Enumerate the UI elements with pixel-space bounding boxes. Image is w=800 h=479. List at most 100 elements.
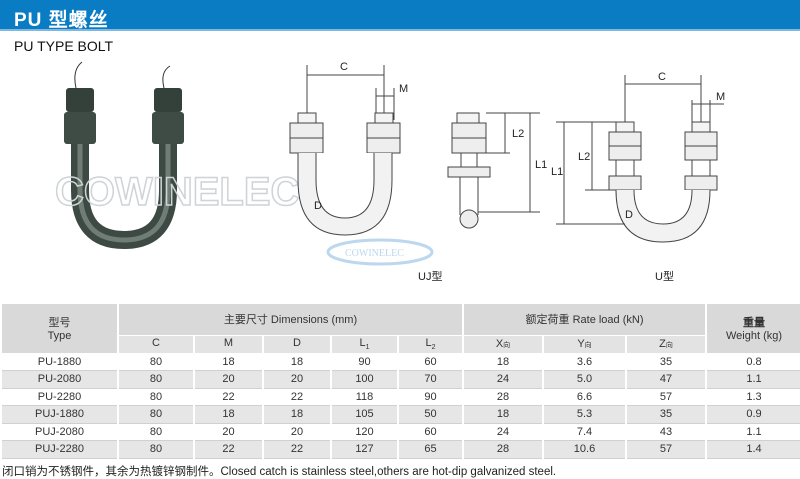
uj-l1-label: L1 [535,159,547,171]
table-cell: 60 [397,423,463,441]
table-cell: PU-1880 [0,353,118,371]
table-cell: 5.0 [542,370,626,388]
load-col-header: Z向 [624,335,707,354]
uj-d-label: D [314,200,322,212]
table-cell: 90 [330,353,398,371]
title-bar: PU 型螺丝 [0,0,800,31]
page-subtitle: PU TYPE BOLT [14,38,114,54]
uj-caption: UJ型 [418,269,442,283]
table-cell: 22 [262,440,331,458]
table-cell: 18 [193,353,263,371]
table-cell: 3.6 [542,353,626,371]
table-cell: 127 [330,440,398,458]
uj-c-label: C [340,61,348,73]
table-cell: 18 [193,405,263,423]
table-cell: 5.3 [542,405,626,423]
table-cell: 0.8 [705,353,800,371]
table-cell: 57 [624,440,707,458]
table-cell: 1.1 [705,423,800,441]
table-cell: 118 [330,388,398,406]
table-cell: 28 [462,440,543,458]
table-cell: 24 [462,370,543,388]
table-cell: PUJ-2280 [0,440,118,458]
watermark-text: COWINELEC [55,170,299,214]
uj-l2-label: L2 [512,128,524,140]
table-cell: 7.4 [542,423,626,441]
table-cell: 70 [397,370,463,388]
table-cell: PU-2280 [0,388,118,406]
table-cell: 10.6 [542,440,626,458]
table-cell: 6.6 [542,388,626,406]
table-cell: 18 [262,405,331,423]
table-cell: 20 [262,423,331,441]
dim-col-header: C [117,335,194,354]
watermark-logo: COWINELEC [345,248,404,259]
dimensions-header: 主要尺寸 Dimensions (mm) [117,304,463,336]
table-cell: 28 [462,388,543,406]
u-m-label: M [716,91,725,103]
table-cell: 24 [462,423,543,441]
table-cell: 1.4 [705,440,800,458]
table-cell: 80 [117,388,194,406]
figures: COWINELEC C M D L2 L1 UJ型 COWINELEC C M … [54,61,725,283]
load-col-header: Y向 [542,335,626,354]
table-cell: 18 [262,353,331,371]
table-cell: 0.9 [705,405,800,423]
dim-col-header: M [193,335,263,354]
table-cell: PUJ-2080 [0,423,118,441]
table-cell: 80 [117,353,194,371]
u-d-label: D [625,209,633,221]
load-col-header: X向 [462,335,543,354]
table-cell: 47 [624,370,707,388]
dim-col-header: L1 [330,335,398,354]
table-cell: 90 [397,388,463,406]
table-cell: 57 [624,388,707,406]
table-cell: 18 [462,353,543,371]
uj-diagram [289,65,540,236]
table-cell: 43 [624,423,707,441]
u-diagram [556,75,724,243]
u-l1-label: L1 [551,166,563,178]
table-cell: 50 [397,405,463,423]
table-cell: 120 [330,423,398,441]
table-cell: 22 [193,440,263,458]
table-cell: 1.3 [705,388,800,406]
table-cell: 1.1 [705,370,800,388]
uj-m-label: M [399,83,408,95]
table-cell: 65 [397,440,463,458]
u-l2-label: L2 [578,151,590,163]
load-header: 额定荷重 Rate load (kN) [461,304,707,336]
table-cell: PUJ-1880 [0,405,118,423]
table-cell: 22 [262,388,331,406]
u-caption: U型 [655,269,674,283]
table-cell: 80 [117,370,194,388]
dim-col-header: D [262,335,331,354]
table-cell: 18 [462,405,543,423]
table-cell: 20 [262,370,331,388]
table-cell: 80 [117,440,194,458]
table-cell: 60 [397,353,463,371]
table-cell: 105 [330,405,398,423]
table-cell: 100 [330,370,398,388]
page-title: PU 型螺丝 [14,10,109,31]
table-cell: 80 [117,423,194,441]
table-cell: 20 [193,423,263,441]
table-cell: 80 [117,405,194,423]
table-cell: 20 [193,370,263,388]
table-cell: 35 [624,405,707,423]
dim-col-header: L2 [397,335,463,354]
table-cell: 22 [193,388,263,406]
product-photo: COWINELEC [54,61,300,250]
table-cell: PU-2080 [0,370,118,388]
table-cell: 35 [624,353,707,371]
u-c-label: C [658,71,666,83]
